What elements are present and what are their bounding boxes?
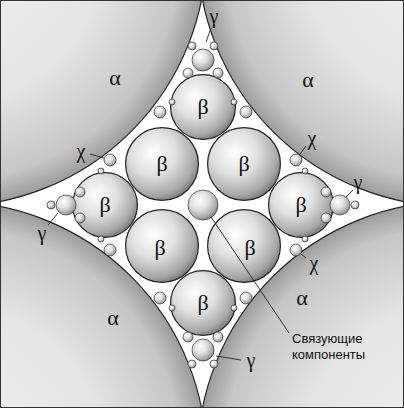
binder-sphere (188, 190, 218, 220)
sphere-shape (126, 128, 199, 201)
small-sphere (98, 168, 104, 174)
sphere-label: α (296, 287, 308, 309)
component-label: γ (247, 350, 256, 370)
small-sphere (210, 42, 218, 50)
medium-sphere: β (207, 127, 281, 201)
small-sphere (104, 244, 116, 256)
small-sphere (302, 236, 308, 242)
small-sphere (192, 49, 214, 71)
small-sphere (240, 106, 252, 118)
small-sphere (302, 168, 308, 174)
medium-sphere: β (268, 172, 334, 238)
component-label: χ (77, 141, 86, 161)
small-sphere (321, 213, 331, 223)
small-sphere (104, 154, 116, 166)
small-sphere (75, 213, 85, 223)
small-sphere (351, 201, 359, 209)
sphere-shape (171, 271, 236, 336)
medium-sphere: β (72, 172, 138, 238)
sphere-shape (208, 128, 281, 201)
small-sphere (290, 244, 302, 256)
sphere-shape (269, 173, 334, 238)
component-label: γ (354, 172, 363, 192)
sphere-shape (208, 210, 281, 283)
sphere-label: β (156, 153, 167, 175)
small-sphere (183, 68, 193, 78)
sphere-label: α (302, 69, 314, 91)
sphere-label: β (238, 153, 249, 175)
small-sphere (330, 195, 350, 215)
sphere-label: α (107, 307, 119, 329)
small-sphere (290, 154, 302, 166)
small-sphere (188, 42, 196, 50)
component-label: χ (310, 253, 319, 273)
small-sphere (154, 292, 166, 304)
sphere-label: β (154, 237, 165, 259)
sphere-label: β (197, 96, 208, 118)
sphere-label: β (197, 292, 208, 314)
sphere-shape (73, 173, 138, 238)
sphere-outline (0, 201, 207, 408)
sphere-shape (0, 202, 206, 408)
sphere-label: β (244, 237, 255, 259)
sphere-shape (126, 210, 199, 283)
small-sphere (47, 201, 55, 209)
small-sphere (231, 99, 237, 105)
small-sphere (75, 187, 85, 197)
sphere-shape (171, 75, 236, 140)
medium-sphere: β (170, 74, 236, 140)
sphere-label: β (295, 194, 306, 216)
small-sphere (98, 236, 104, 242)
large-sphere: α (0, 201, 207, 408)
callout-note: Связующие компоненты (292, 331, 376, 364)
small-sphere (321, 187, 331, 197)
component-label: γ (38, 223, 47, 243)
leader-line (206, 28, 211, 42)
small-sphere (154, 106, 166, 118)
small-sphere (231, 305, 237, 311)
medium-sphere: β (207, 209, 281, 283)
small-sphere (240, 292, 252, 304)
component-label: γ (210, 6, 219, 26)
small-sphere (192, 339, 214, 361)
small-sphere (213, 332, 223, 342)
small-sphere (210, 360, 218, 368)
small-sphere (213, 68, 223, 78)
sphere-label: α (109, 67, 121, 89)
sphere-label: β (99, 194, 110, 216)
small-sphere (188, 360, 196, 368)
medium-sphere: β (170, 270, 236, 336)
medium-sphere: β (125, 127, 199, 201)
small-sphere (169, 305, 175, 311)
small-sphere (56, 195, 76, 215)
leader-line (346, 190, 353, 197)
small-sphere (183, 332, 193, 342)
medium-sphere: β (125, 209, 199, 283)
component-label: χ (308, 128, 317, 148)
sphere-outline (207, 209, 281, 283)
small-sphere (169, 99, 175, 105)
